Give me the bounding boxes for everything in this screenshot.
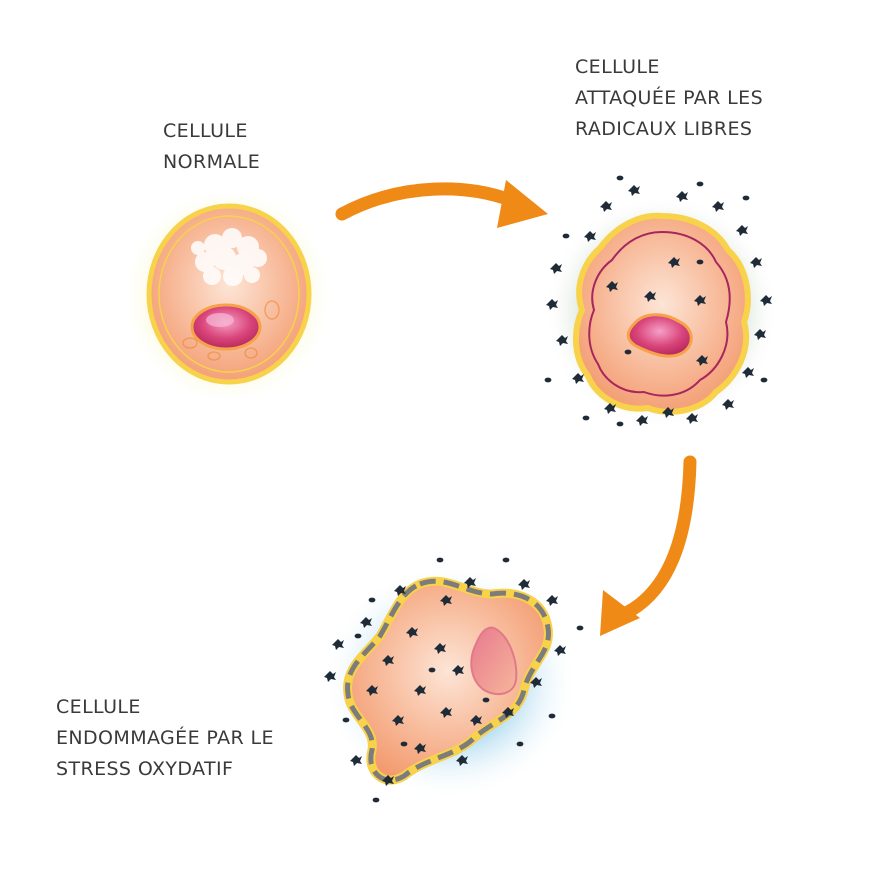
label-attacked-line-2: ATTAQUÉE PAR LES — [575, 87, 764, 109]
label-damaged-cell: CELLULE ENDOMMAGÉE PAR LE STRESS OXYDATI… — [56, 692, 274, 785]
damaged-cell — [322, 557, 584, 803]
label-attacked-line-3: RADICAUX LIBRES — [575, 118, 753, 140]
chromatin — [191, 228, 267, 286]
label-damaged-line-1: CELLULE — [56, 696, 141, 718]
arrow-normal-to-attacked — [335, 180, 548, 228]
organelles — [182, 300, 280, 361]
label-normal-line-1: CELLULE — [163, 120, 248, 142]
arrow-attacked-to-damaged — [600, 455, 697, 636]
label-damaged-line-2: ENDOMMAGÉE PAR LE — [56, 727, 274, 749]
label-normal-cell: CELLULE NORMALE — [163, 116, 260, 178]
label-attacked-cell: CELLULE ATTAQUÉE PAR LES RADICAUX LIBRES — [575, 52, 763, 145]
label-attacked-line-1: CELLULE — [575, 56, 660, 78]
attacked-cell — [544, 175, 780, 430]
label-normal-line-2: NORMALE — [163, 151, 261, 173]
normal-cell — [120, 184, 336, 408]
label-damaged-line-3: STRESS OXYDATIF — [56, 758, 234, 780]
